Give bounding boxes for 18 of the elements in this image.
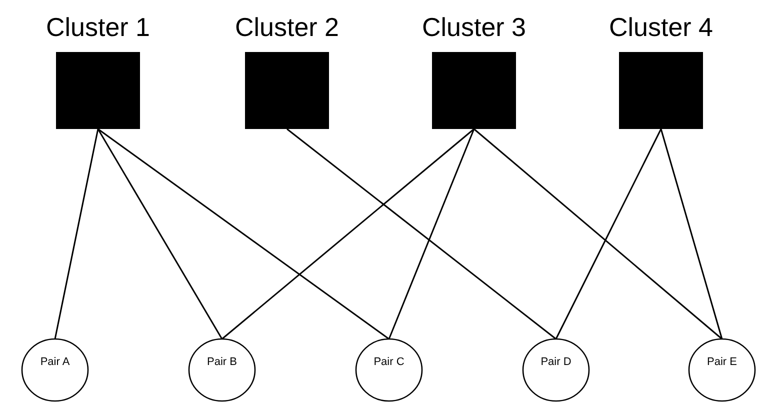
pair-label: Pair D [540, 356, 572, 368]
connector-line [660, 128, 723, 340]
connector-line [388, 128, 475, 340]
connector-line [98, 128, 390, 340]
connector-line [97, 128, 223, 340]
cluster-heading: Cluster 2 [234, 12, 340, 42]
cluster-heading: Cluster 1 [44, 12, 152, 42]
cluster-heading: Cluster 3 [420, 12, 528, 42]
connector-line [555, 128, 662, 340]
pair-label: Pair C [374, 356, 404, 368]
pair-label: Pair E [707, 356, 737, 368]
pair-label: Pair B [207, 356, 237, 368]
connector-line [286, 128, 556, 340]
connector-line [222, 128, 474, 340]
connector-line [474, 128, 722, 340]
cluster-heading: Cluster 4 [608, 12, 714, 42]
pair-label: Pair A [40, 356, 70, 368]
connector-line [54, 128, 99, 340]
